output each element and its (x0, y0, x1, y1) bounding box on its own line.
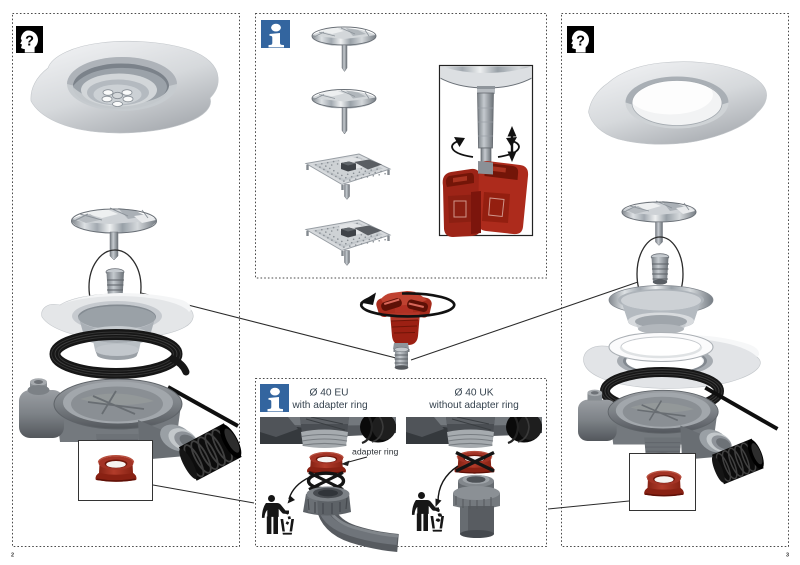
svg-text:without adapter ring: without adapter ring (428, 400, 519, 411)
svg-text:Ø 40 UK: Ø 40 UK (454, 388, 493, 399)
svg-text:?: ? (25, 34, 34, 50)
svg-text:3: 3 (786, 553, 789, 559)
svg-text:2: 2 (11, 553, 14, 559)
svg-text:Ø 40 EU: Ø 40 EU (309, 388, 348, 399)
svg-text:adapter ring: adapter ring (352, 447, 399, 457)
svg-text:with adapter ring: with adapter ring (291, 400, 368, 411)
